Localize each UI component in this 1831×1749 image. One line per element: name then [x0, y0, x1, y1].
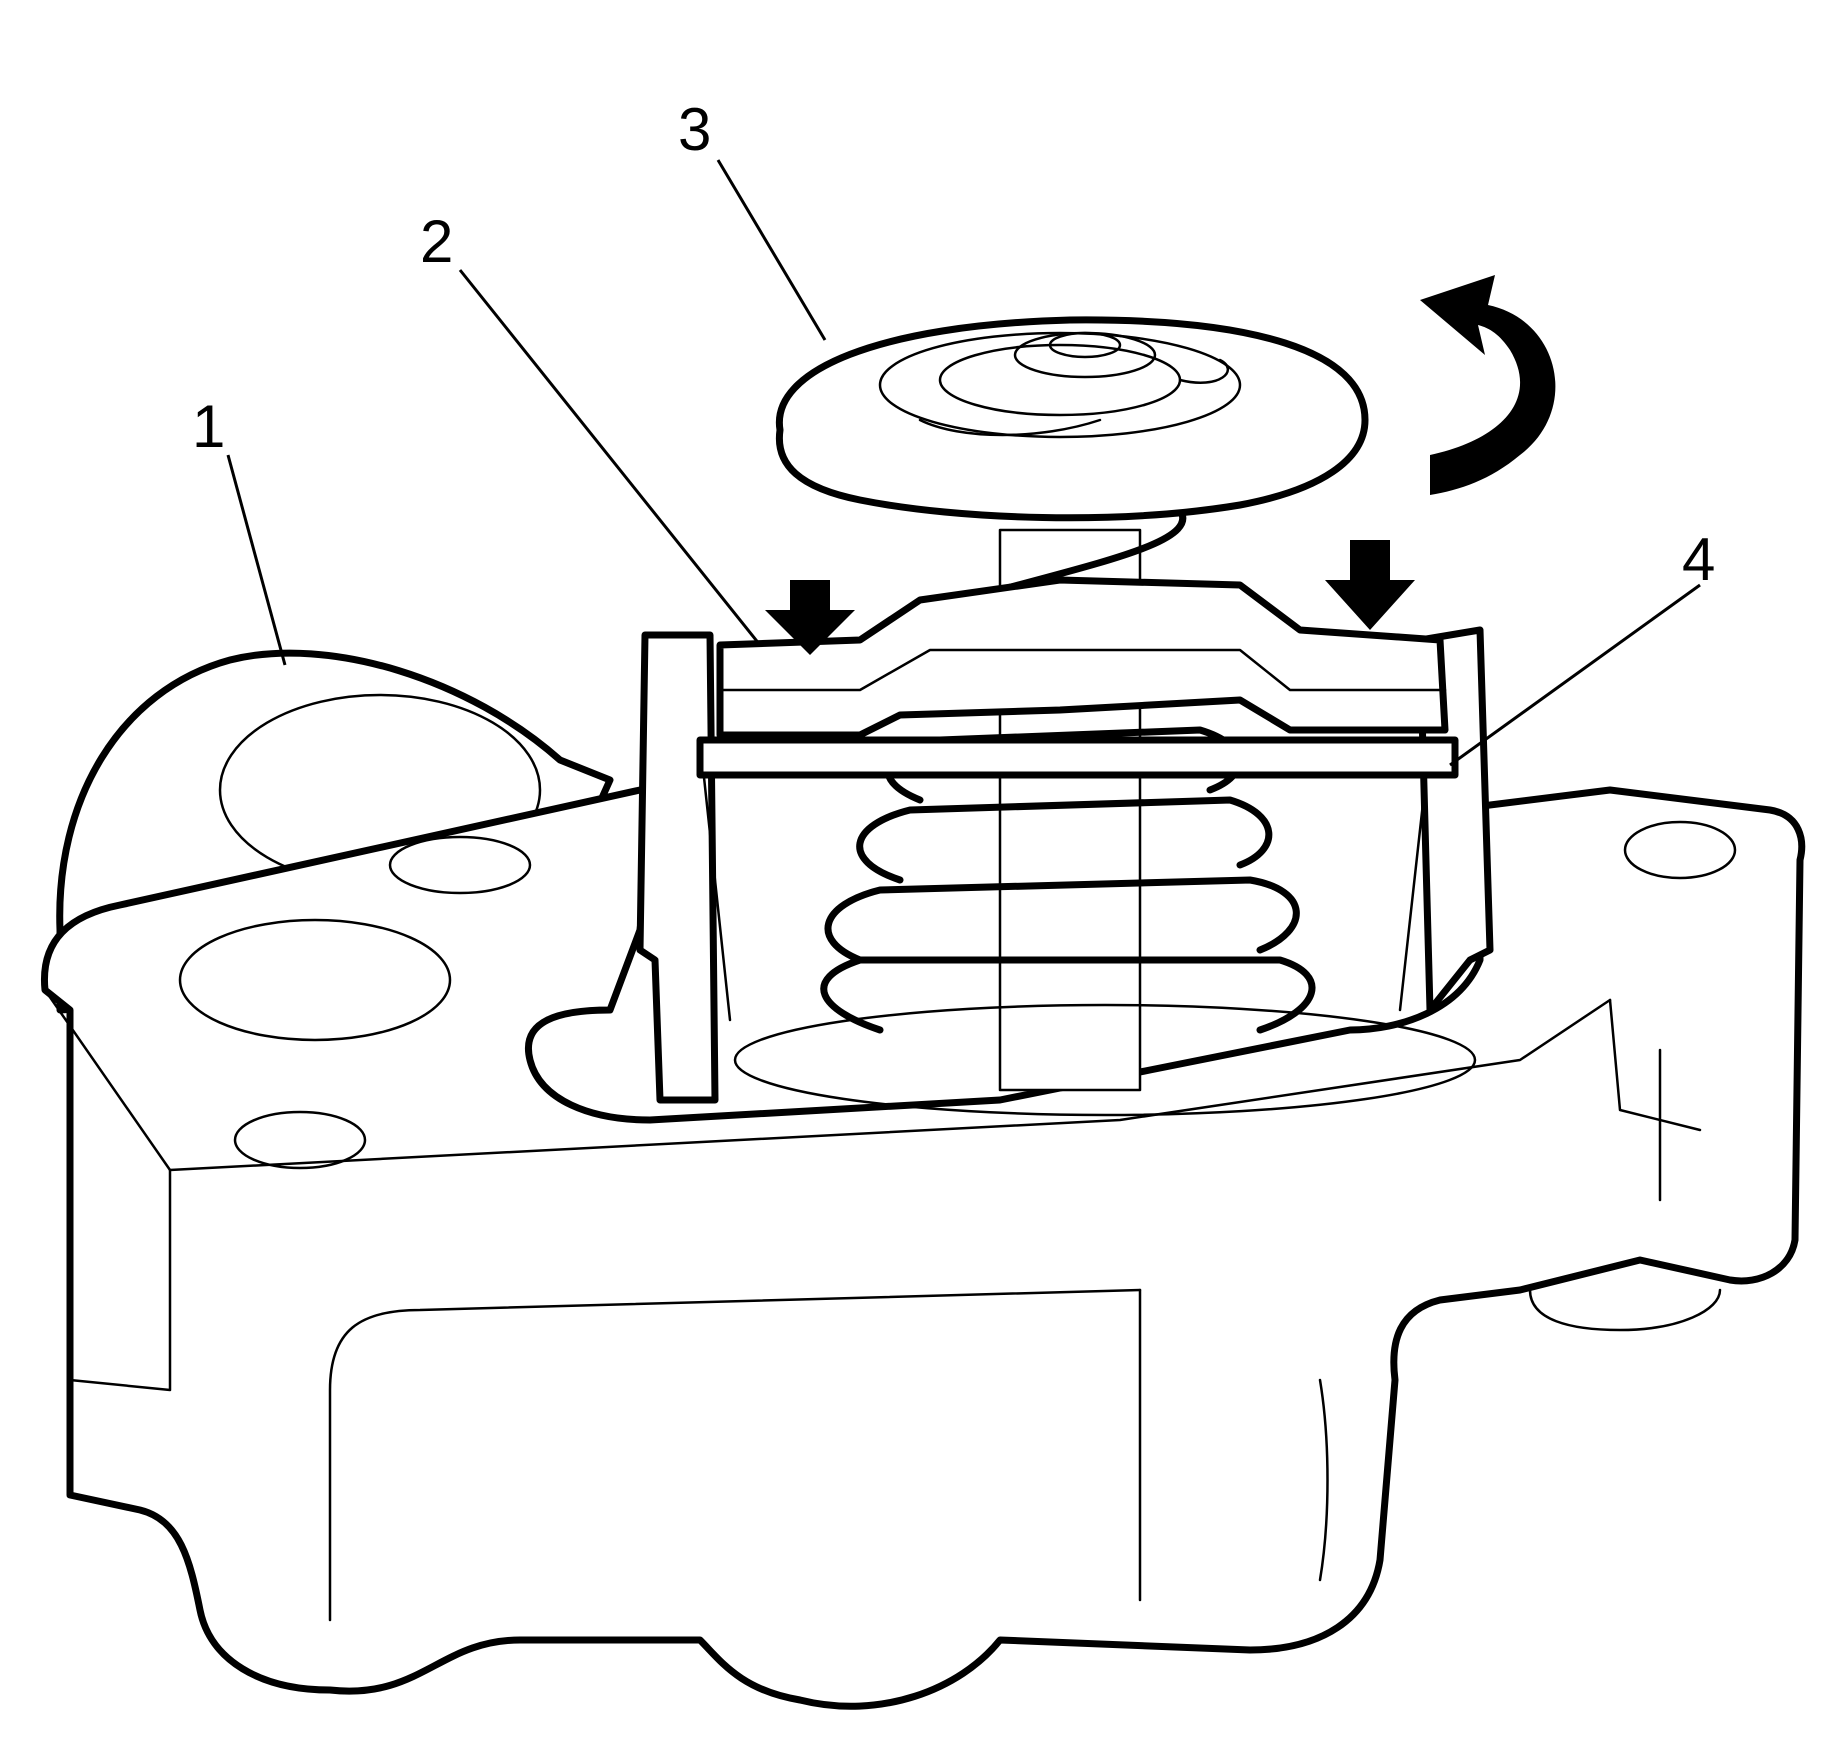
rotate-arrow-icon [1420, 275, 1556, 495]
spring-coil [856, 796, 1273, 884]
bracket-crossbar [696, 736, 1459, 779]
lower-body-outline [328, 1288, 1142, 1622]
flange-right-edge [1608, 998, 1702, 1132]
clip-plate-edge [718, 648, 1447, 692]
valve-disk-slot [918, 418, 1102, 437]
callout-leader-4 [1449, 583, 1701, 767]
spring-coil-top [996, 506, 1187, 594]
press-down-arrow-icon [1325, 540, 1415, 630]
valve-seat-ring [733, 1003, 1477, 1117]
bolt-hole [1623, 820, 1737, 880]
valve-disk-ring [878, 331, 1242, 439]
retaining-clip [716, 576, 1449, 739]
callout-label-3: 3 [678, 96, 711, 163]
callout-leader-3 [716, 159, 827, 341]
lower-body-curve [1318, 1378, 1329, 1582]
bolt-hole [233, 1110, 367, 1170]
valve-disk-rim [775, 316, 1369, 522]
callout-leader-1 [226, 454, 287, 666]
bracket-left-post [636, 631, 719, 1104]
bracket-strut [1398, 738, 1432, 1012]
spring-coil [824, 876, 1300, 964]
bolt-hole [388, 835, 532, 895]
thermostat-valve-disk [775, 316, 1369, 522]
flange-side-wall-line [43, 988, 1612, 1172]
callout-label-4: 4 [1682, 526, 1715, 593]
flange-left-edge [68, 1168, 172, 1392]
valve-disk-bore [1048, 331, 1122, 359]
mounting-ear-bottom [1528, 1288, 1722, 1332]
callout-leader-2 [458, 269, 762, 646]
bracket-strut [698, 738, 732, 1022]
clip-plate [716, 576, 1449, 739]
callout-label-1: 1 [192, 393, 225, 460]
callout-label-2: 2 [420, 208, 453, 275]
bolt-hole [178, 918, 452, 1042]
press-down-arrow-icon [765, 580, 855, 655]
spring-coil [820, 956, 1316, 1034]
valve-disk-slot [1178, 358, 1229, 384]
